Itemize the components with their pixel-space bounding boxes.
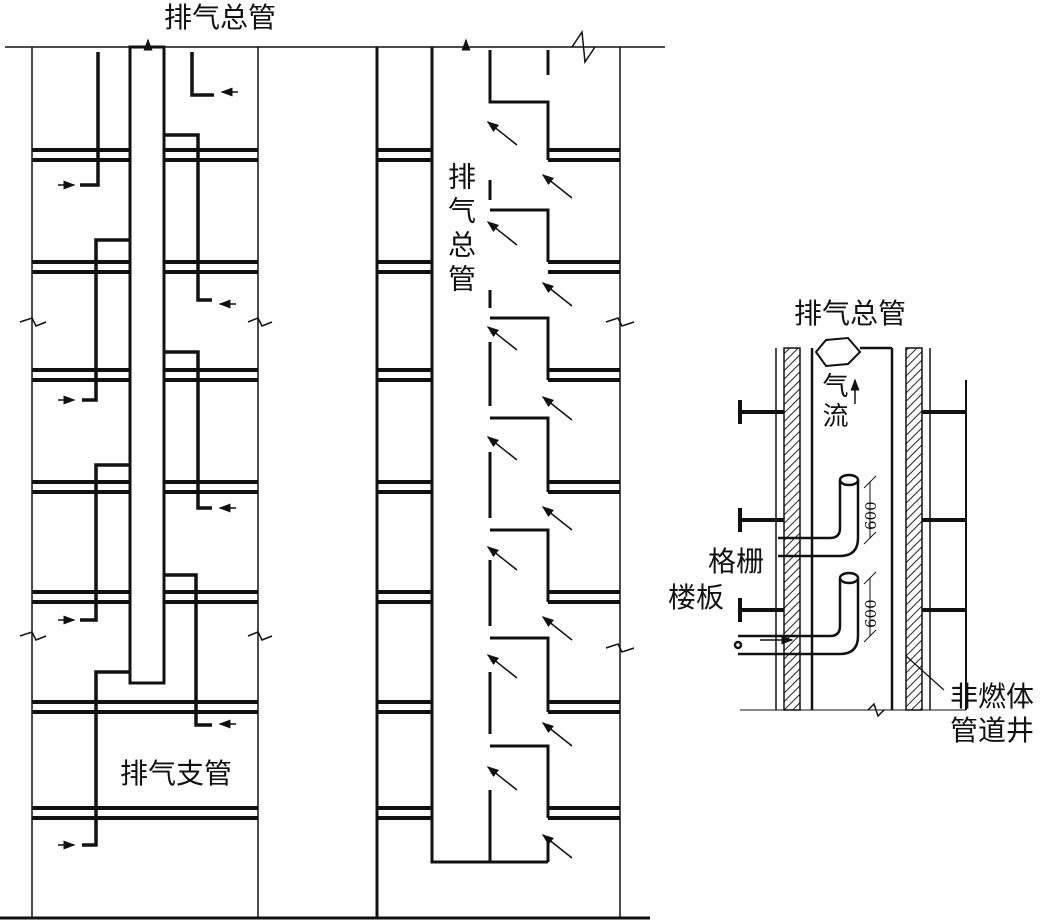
break-symbols-left xyxy=(19,317,273,641)
detail-section xyxy=(733,336,967,718)
branch-pipes xyxy=(80,52,214,847)
dimension-lower: 600 xyxy=(862,599,880,628)
detail-branch-pipes xyxy=(733,473,860,656)
label-main-pipe-top: 排气总管 xyxy=(164,1,277,34)
floor-slabs-middle-left xyxy=(377,148,432,820)
main-duct-middle xyxy=(430,47,548,864)
label-shaft: 非燃体管道井 xyxy=(950,680,1035,747)
detail-slabs-right xyxy=(922,410,966,612)
label-grille: 格栅 xyxy=(708,545,765,578)
floor-slabs-middle-right xyxy=(548,148,620,820)
left-scheme xyxy=(0,38,665,920)
main-duct-left xyxy=(128,45,166,685)
stepped-partition xyxy=(488,50,550,862)
label-branch-pipe: 排气支管 xyxy=(120,757,233,790)
detail-left-wall xyxy=(783,347,801,711)
middle-scheme xyxy=(375,29,635,918)
detail-slabs-left xyxy=(738,400,784,622)
label-detail-main-pipe: 排气总管 xyxy=(794,297,907,330)
detail-right-wall xyxy=(905,347,923,711)
label-airflow: 气流 xyxy=(818,372,848,432)
label-floor-slab: 楼板 xyxy=(668,581,725,614)
break-symbols-middle xyxy=(571,29,635,653)
flow-arrows-middle xyxy=(486,121,573,859)
label-main-pipe-vertical: 排气总管 xyxy=(444,162,477,298)
dimension-lines xyxy=(863,475,877,643)
dimension-upper: 600 xyxy=(862,501,880,530)
intake-arrows-left xyxy=(58,87,238,850)
